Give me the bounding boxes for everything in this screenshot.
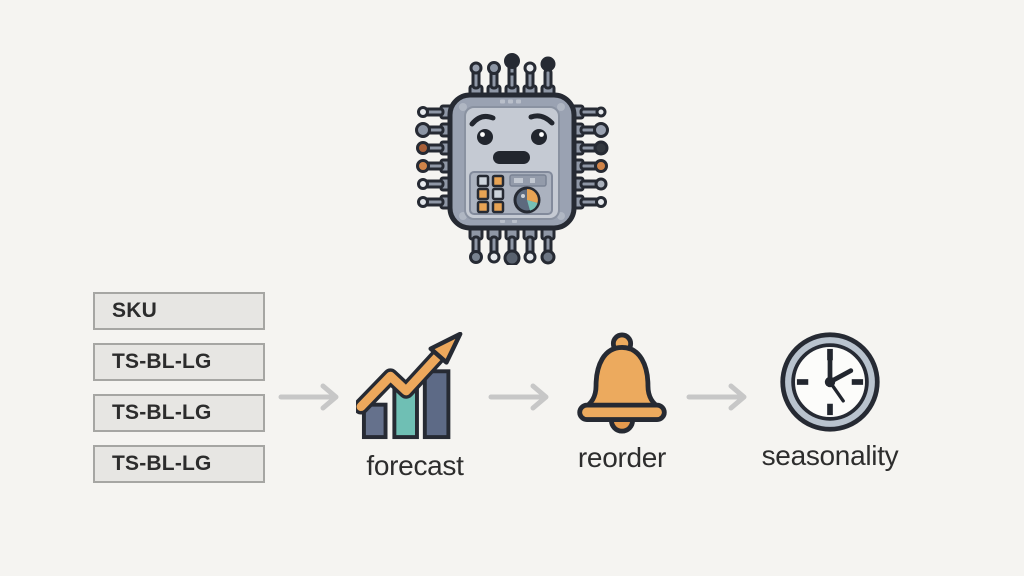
step-seasonality: seasonality bbox=[748, 330, 912, 472]
ai-chip-icon bbox=[412, 50, 612, 267]
sku-row-label: TS-BL-LG bbox=[112, 350, 212, 373]
flow-arrow-icon bbox=[488, 383, 549, 411]
sku-row: TS-BL-LG bbox=[93, 445, 265, 483]
clock-icon bbox=[780, 332, 880, 432]
flow-arrow-icon bbox=[686, 383, 747, 411]
step-label: reorder bbox=[577, 442, 667, 473]
sku-list: SKU TS-BL-LG TS-BL-LG TS-BL-LG bbox=[93, 292, 265, 484]
trend-chart-icon bbox=[356, 332, 463, 440]
sku-row: TS-BL-LG bbox=[93, 394, 265, 432]
step-forecast: forecast bbox=[348, 332, 482, 482]
sku-row-label: TS-BL-LG bbox=[112, 452, 212, 475]
bell-icon bbox=[577, 332, 667, 434]
sku-row-label: SKU bbox=[112, 299, 157, 322]
sku-row: SKU bbox=[93, 292, 265, 330]
flow-arrow-icon bbox=[278, 383, 339, 411]
step-label: seasonality bbox=[761, 440, 899, 471]
sku-row: TS-BL-LG bbox=[93, 343, 265, 381]
sku-row-label: TS-BL-LG bbox=[112, 401, 212, 424]
step-label: forecast bbox=[366, 450, 464, 481]
step-reorder: reorder bbox=[555, 328, 689, 474]
